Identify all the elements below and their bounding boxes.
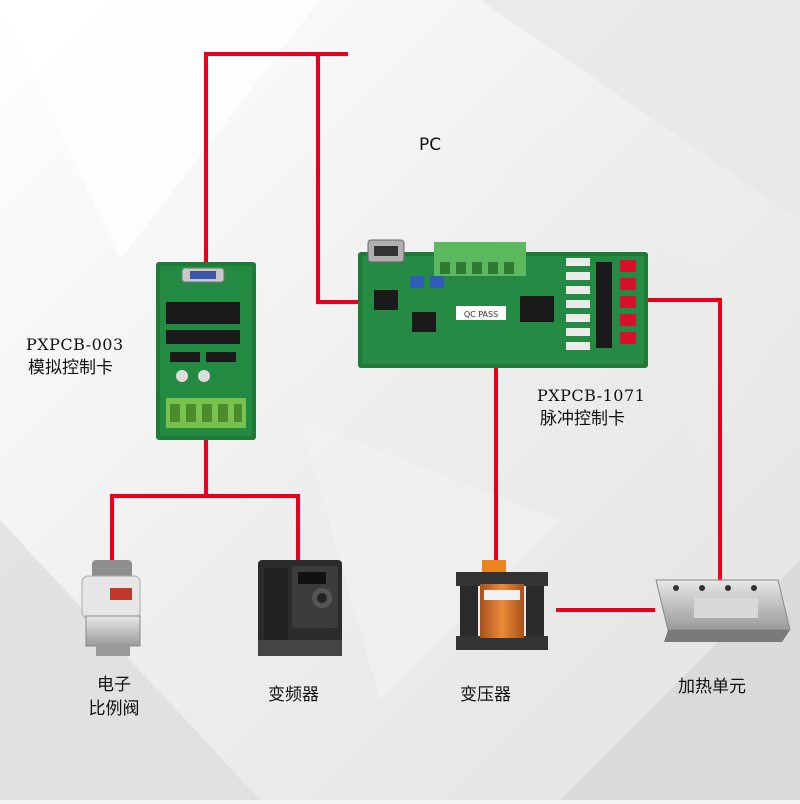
wires bbox=[110, 52, 722, 612]
pulse-card-model-label: PXPCB-1071 bbox=[537, 386, 646, 405]
pulse-control-card-image: QC PASS bbox=[358, 239, 648, 368]
qc-pass-sticker: QC PASS bbox=[464, 310, 498, 319]
valve-label-line2: 比例阀 bbox=[88, 699, 140, 719]
inverter-image bbox=[258, 560, 342, 656]
transformer-label: 变压器 bbox=[460, 685, 511, 705]
heater-label: 加热单元 bbox=[678, 677, 746, 697]
transformer-image bbox=[456, 560, 548, 650]
heating-unit-image bbox=[655, 579, 791, 642]
analog-card-name-label: 模拟控制卡 bbox=[28, 358, 113, 378]
pc-label: PC bbox=[419, 135, 442, 155]
pulse-card-name-label: 脉冲控制卡 bbox=[540, 409, 625, 429]
valve-label-line1: 电子 bbox=[97, 675, 131, 695]
wire-pulse-card-to-heater bbox=[646, 298, 722, 580]
analog-card-model-label: PXPCB-003 bbox=[26, 335, 124, 354]
inverter-label: 变频器 bbox=[268, 685, 319, 705]
proportional-valve-image bbox=[81, 560, 141, 656]
wire-pc-to-pulse-card bbox=[316, 54, 360, 304]
wire-pc-to-analog-card bbox=[204, 52, 348, 262]
wire-to-proportional-valve bbox=[110, 494, 300, 560]
analog-control-card-image bbox=[156, 262, 256, 440]
